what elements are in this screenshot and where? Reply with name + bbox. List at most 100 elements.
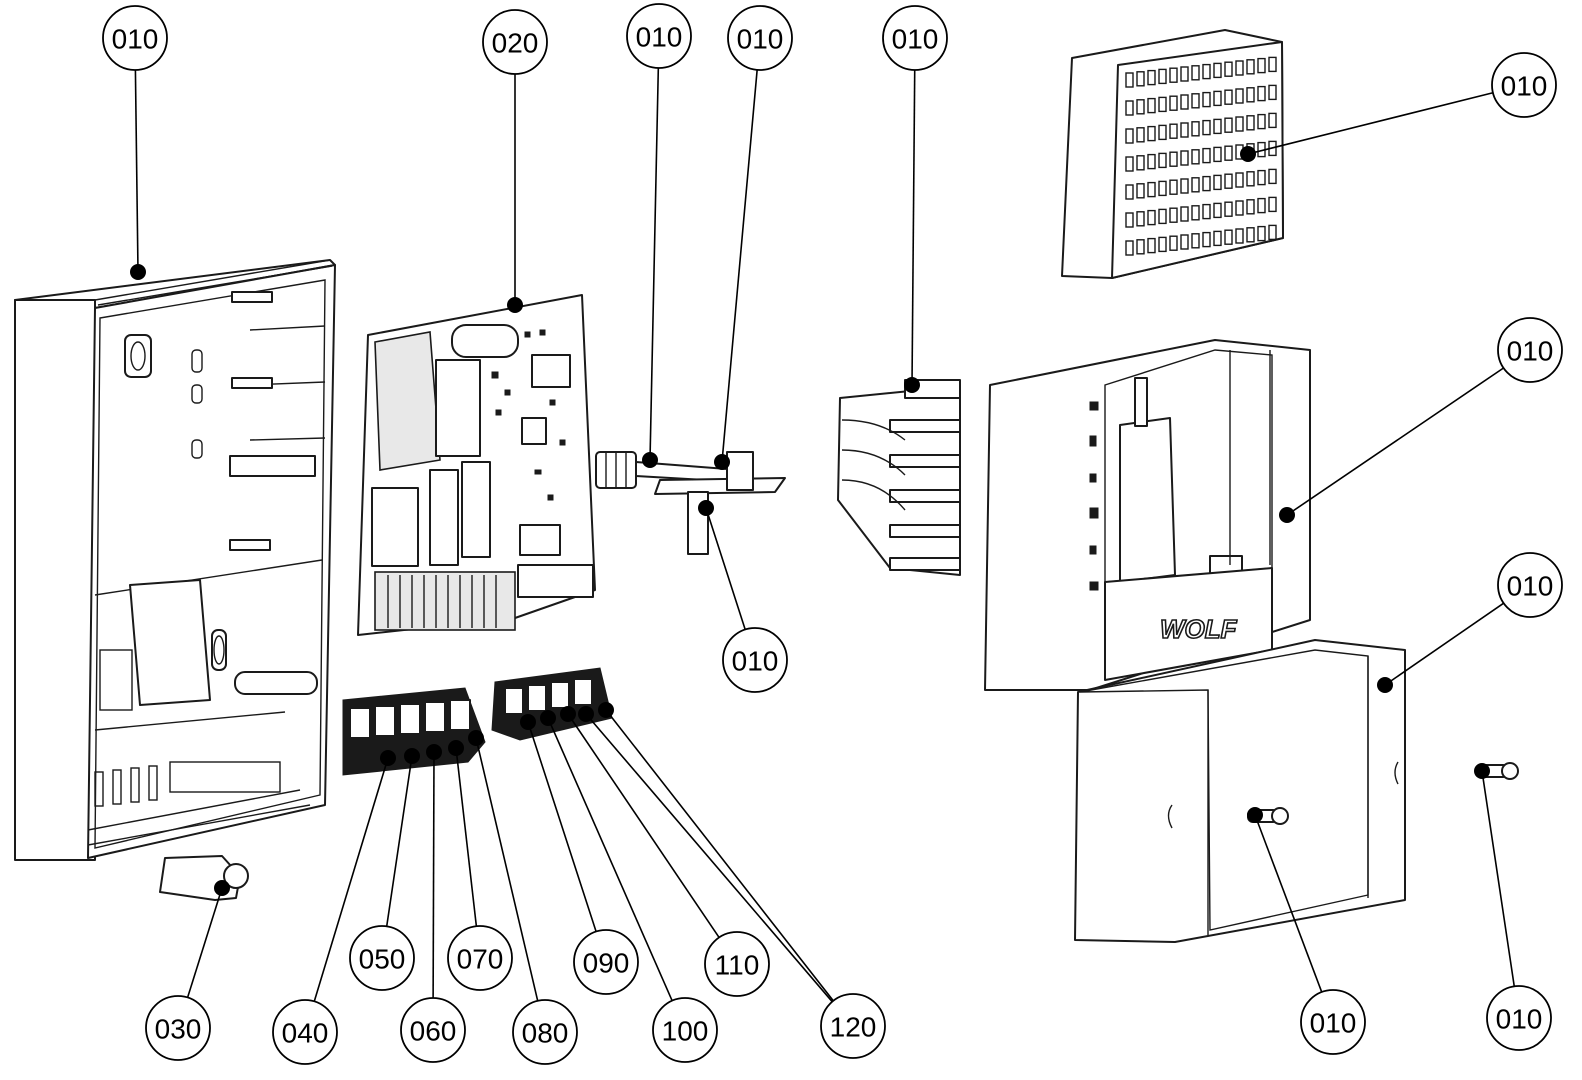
grille-hole	[1147, 181, 1156, 198]
anchor-dot	[578, 706, 594, 722]
callout-030: 030	[145, 995, 211, 1061]
callout-010: 010	[722, 627, 788, 693]
callout-circle	[145, 995, 211, 1061]
callout-label: 010	[737, 24, 784, 55]
grille-hole	[1191, 205, 1200, 221]
grille-hole	[1125, 184, 1134, 200]
leader-line	[605, 709, 834, 1002]
grille-hole	[1202, 231, 1211, 248]
grille-hole	[1268, 224, 1277, 241]
leader-line	[649, 67, 660, 461]
grille-hole	[1213, 174, 1222, 191]
grille-hole	[1257, 57, 1266, 74]
callout-120: 120	[820, 993, 886, 1059]
anchor-dot	[1377, 677, 1393, 693]
grille-hole	[1191, 177, 1200, 193]
grille-hole	[1246, 199, 1255, 215]
callout-circle	[1497, 317, 1563, 383]
callout-label: 060	[410, 1016, 457, 1047]
grille-hole	[1191, 149, 1200, 165]
grille-hole	[1125, 100, 1134, 116]
callout-040: 040	[272, 999, 338, 1065]
grille-hole	[1158, 124, 1167, 141]
callout-label: 070	[457, 944, 504, 975]
callout-circle	[102, 5, 168, 71]
grille-hole	[1224, 145, 1233, 161]
grille-hole	[1158, 152, 1167, 169]
callout-circle	[1300, 989, 1366, 1055]
grille-hole	[1246, 171, 1255, 187]
anchor-dot	[448, 740, 464, 756]
anchor-dot	[130, 264, 146, 280]
light-guide-comb	[837, 379, 961, 576]
wolf-logo: WOLF	[1160, 614, 1238, 644]
leader-line	[547, 717, 673, 1002]
grille-hole	[1169, 123, 1178, 139]
bottom-cover	[1074, 639, 1406, 943]
grille-hole	[1235, 228, 1244, 244]
terminal-block-right	[491, 667, 613, 741]
callout-circle	[704, 931, 770, 997]
grille-hole	[1180, 234, 1189, 250]
callout-circle	[400, 997, 466, 1063]
callout-070: 070	[447, 925, 513, 991]
grille-hole	[1180, 206, 1189, 222]
anchor-dot	[540, 710, 556, 726]
callout-label: 010	[1496, 1004, 1543, 1035]
grille-hole	[1257, 197, 1266, 214]
grille-hole	[1147, 209, 1156, 226]
callout-050: 050	[349, 925, 415, 991]
callout-label: 110	[715, 950, 760, 981]
grille-hole	[1235, 200, 1244, 216]
callout-circle	[626, 3, 692, 69]
grille-hole	[1224, 89, 1233, 105]
grille-hole	[1224, 229, 1233, 245]
anchor-dot	[380, 750, 396, 766]
callout-circle	[1486, 985, 1552, 1051]
grille-hole	[1158, 96, 1167, 113]
speaker-grille-cover	[1061, 29, 1284, 279]
grille-hole	[1191, 93, 1200, 109]
leader-line	[705, 507, 746, 630]
callout-label: 010	[892, 24, 939, 55]
grille-hole	[1268, 168, 1277, 185]
grille-hole	[1224, 61, 1233, 77]
grille-hole	[1246, 115, 1255, 131]
leader-lines	[134, 67, 1516, 1003]
anchor-dot	[1247, 807, 1263, 823]
callout-label: 010	[732, 646, 779, 677]
callout-circle	[652, 997, 718, 1063]
callout-090: 090	[573, 929, 639, 995]
grille-hole	[1257, 85, 1266, 102]
anchor-dot	[468, 730, 484, 746]
callout-circle	[447, 925, 513, 991]
grille-hole	[1213, 90, 1222, 107]
leader-line	[1286, 367, 1504, 516]
callout-label: 040	[282, 1018, 329, 1049]
grille-hole	[1147, 153, 1156, 170]
grille-hole	[1191, 65, 1200, 81]
grille-hole	[1147, 125, 1156, 142]
callout-010: 010	[882, 5, 948, 71]
grille-hole	[1125, 72, 1134, 88]
leader-line	[475, 737, 539, 1002]
grille-hole	[1125, 128, 1134, 144]
grille-hole	[1169, 207, 1178, 223]
leader-line	[1254, 814, 1323, 993]
callout-080: 080	[512, 999, 578, 1065]
anchor-dot	[214, 880, 230, 896]
callout-circle	[349, 925, 415, 991]
anchor-dot	[598, 702, 614, 718]
grille-hole	[1180, 94, 1189, 110]
callout-label: 010	[1507, 336, 1554, 367]
grille-hole	[1136, 155, 1145, 171]
leader-line	[313, 757, 389, 1002]
callout-bubbles: 010 020 010 010 010 010 010 010 010 030 040 050 060 0…	[102, 3, 1563, 1065]
callout-010: 010	[1497, 552, 1563, 618]
callout-020: 020	[482, 9, 548, 75]
callout-label: 010	[636, 22, 683, 53]
board-pins	[387, 575, 497, 628]
callout-010: 010	[1300, 989, 1366, 1055]
grille-hole	[1147, 237, 1156, 254]
grille-hole	[1202, 91, 1211, 108]
